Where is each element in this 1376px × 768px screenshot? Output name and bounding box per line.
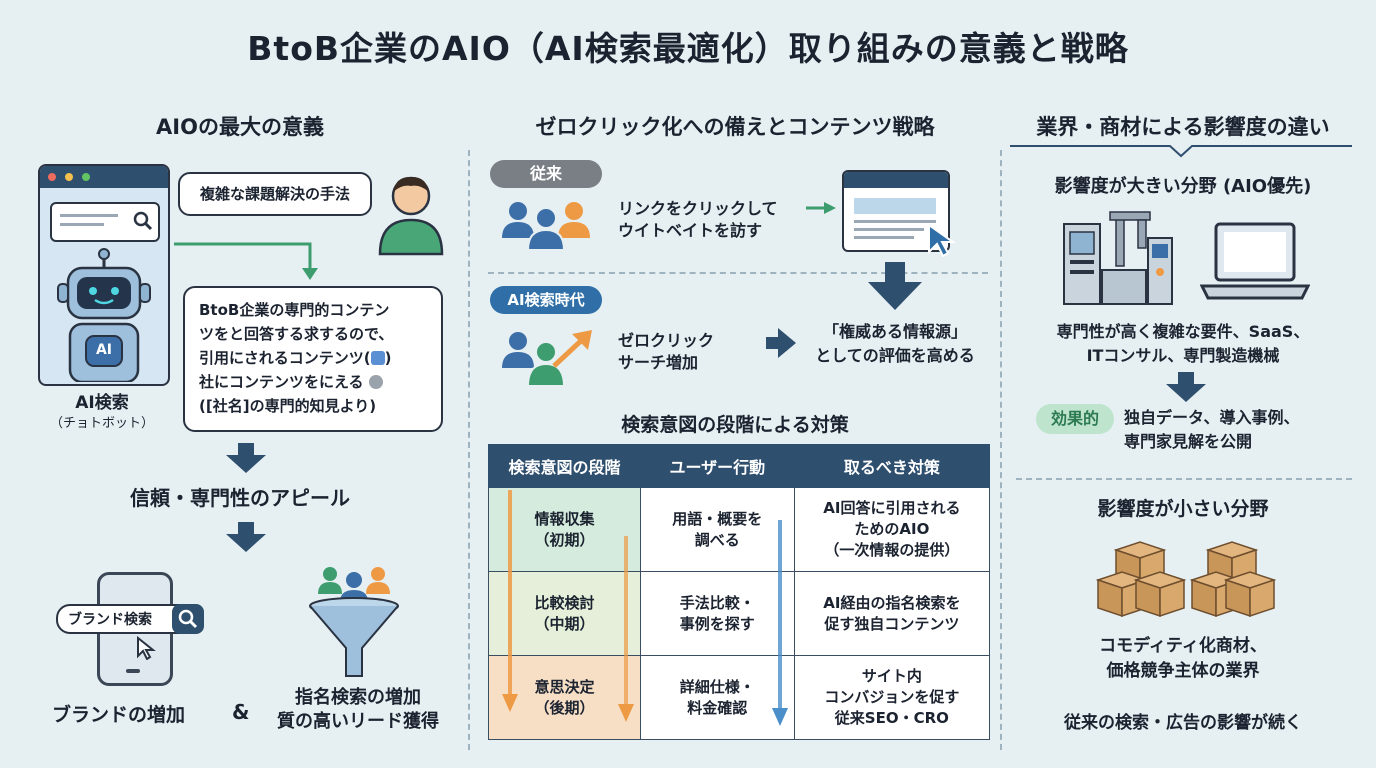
right-divider: [1016, 478, 1352, 480]
stage-cell: 比較検討（中期）: [488, 571, 641, 656]
stage-progress-arrow-icon: [772, 520, 788, 726]
chat-search-box: [50, 202, 160, 242]
low-impact-text: コモディティ化商材、 価格競争主体の業界: [1099, 636, 1267, 681]
ai-search-label: AI検索: [75, 393, 129, 413]
effective-pill: 効果的: [1036, 404, 1114, 434]
middle-divider: [488, 272, 988, 274]
stage-cell: 情報収集（初期）: [488, 487, 641, 572]
right-arrow-icon: [766, 328, 796, 358]
table-row: 情報収集（初期） 用語・概要を調べる AI回答に引用されるためのAIO（一次情報…: [488, 487, 991, 572]
magnifier-small-icon: [368, 375, 383, 389]
user-avatar-icon: [378, 176, 444, 256]
column-header: ユーザー行動: [639, 444, 795, 488]
action-cell: 詳細仕様・料金確認: [639, 655, 795, 740]
down-arrow-icon: [226, 443, 266, 473]
left-heading: AIOの最大の意義: [156, 115, 324, 139]
question-bubble: 複雑な課題解決の手法: [178, 172, 372, 216]
ai-era-text: ゼロクリック サーチ増加: [618, 331, 715, 372]
cardboard-boxes-icon: [1096, 541, 1276, 618]
column-header: 検索意図の段階: [488, 444, 641, 488]
brand-increase-label: ブランドの増加: [52, 704, 186, 726]
down-arrow-icon: [226, 522, 266, 552]
strategy-table: 検索意図の段階 ユーザー行動 取るべき対策 情報収集（初期） 用語・概要を調べる…: [488, 444, 991, 740]
stage-cell: 意思決定（後期）: [488, 655, 641, 740]
stage-progress-arrow-icon: [618, 536, 634, 722]
measure-cell: AI経由の指名検索を促す独自コンテンツ: [793, 571, 991, 656]
heading-underline-pointer: [1010, 145, 1352, 158]
cursor-icon: [928, 223, 957, 258]
down-arrow-icon: [1166, 372, 1206, 402]
low-impact-note: 従来の検索・広告の影響が続く: [1064, 713, 1302, 733]
green-right-arrow-icon: [806, 202, 836, 214]
ampersand-label: &: [232, 700, 250, 724]
middle-heading: ゼロクリック化への備えとコンテンツ戦略: [535, 115, 935, 139]
high-impact-text: 専門性が高く複雑な要件、SaaS、 ITコンサル、専門製造機械: [1056, 322, 1310, 365]
brand-search-button: [172, 604, 204, 634]
effective-text: 独自データ、導入事例、 専門家見解を公開: [1124, 408, 1300, 451]
traditional-text: リンクをクリックして ウイトベイトを訪す: [618, 199, 778, 240]
cursor-icon: [137, 636, 156, 660]
low-impact-title: 影響度が小さい分野: [1097, 498, 1269, 520]
authority-text: 「権威ある情報源」 としての評価を高める: [815, 322, 975, 365]
table-header-row: 検索意図の段階 ユーザー行動 取るべき対策: [488, 444, 991, 488]
measure-cell: サイト内コンバジョンを促す従来SEO・CRO: [793, 655, 991, 740]
action-cell: 用語・概要を調べる: [639, 487, 795, 572]
robot-ai-badge: AI: [95, 342, 113, 358]
answer-text: BtoB企業の専門的コンテン ツをと回答する求するので、 引用にされるコンテンツ…: [199, 301, 394, 415]
table-title: 検索意図の段階による対策: [621, 414, 849, 436]
close-dot-icon: [48, 173, 56, 181]
answer-bubble: BtoB企業の専門的コンテン ツをと回答する求するので、 引用にされるコンテンツ…: [183, 286, 443, 432]
trust-appeal-label: 信頼・専門性のアピール: [130, 486, 350, 510]
users-group-icon: [502, 202, 590, 250]
down-arrow-icon: [868, 262, 922, 310]
measure-cell: AI回答に引用されるためのAIO（一次情報の提供）: [793, 487, 991, 572]
traditional-pill: 従来: [490, 160, 602, 188]
stage-progress-arrow-icon: [502, 490, 518, 712]
maximize-dot-icon: [82, 173, 91, 181]
nominal-search-label: 指名検索の増加 質の高いリード獲得: [277, 687, 439, 732]
table-row: 意思決定（後期） 詳細仕様・料金確認 サイト内コンバジョンを促す従来SEO・CR…: [488, 655, 991, 740]
column-header: 取るべき対策: [793, 444, 991, 488]
laptop-icon: [1200, 222, 1310, 300]
page-title: BtoB企業のAIO（AI検索最適化）取り組みの意義と戦略: [247, 29, 1129, 68]
ai-search-sublabel: （チョトボット）: [49, 416, 154, 431]
action-cell: 手法比較・事例を探す: [639, 571, 795, 656]
high-impact-title: 影響度が大きい分野 (AIO優先): [1054, 176, 1312, 197]
column-divider-left: [468, 150, 470, 750]
column-divider-right: [1000, 150, 1002, 750]
flow-arrow-icon: [174, 242, 318, 280]
right-heading: 業界・商材による影響度の違い: [1036, 115, 1330, 139]
users-growth-icon: [502, 330, 592, 387]
minimize-dot-icon: [65, 173, 74, 181]
magnifier-icon: [133, 211, 153, 231]
ai-era-pill: AI検索時代: [490, 286, 602, 314]
factory-machine-icon: [1063, 211, 1173, 305]
table-row: 比較検討（中期） 手法比較・事例を探す AI経由の指名検索を促す独自コンテンツ: [488, 571, 991, 656]
citation-chip-icon: [370, 351, 385, 365]
robot-icon: [57, 248, 151, 382]
funnel-icon: [309, 567, 399, 677]
ai-browser-window: AI: [38, 164, 170, 386]
magnifier-icon: [178, 609, 198, 629]
browser-titlebar: [40, 166, 168, 188]
